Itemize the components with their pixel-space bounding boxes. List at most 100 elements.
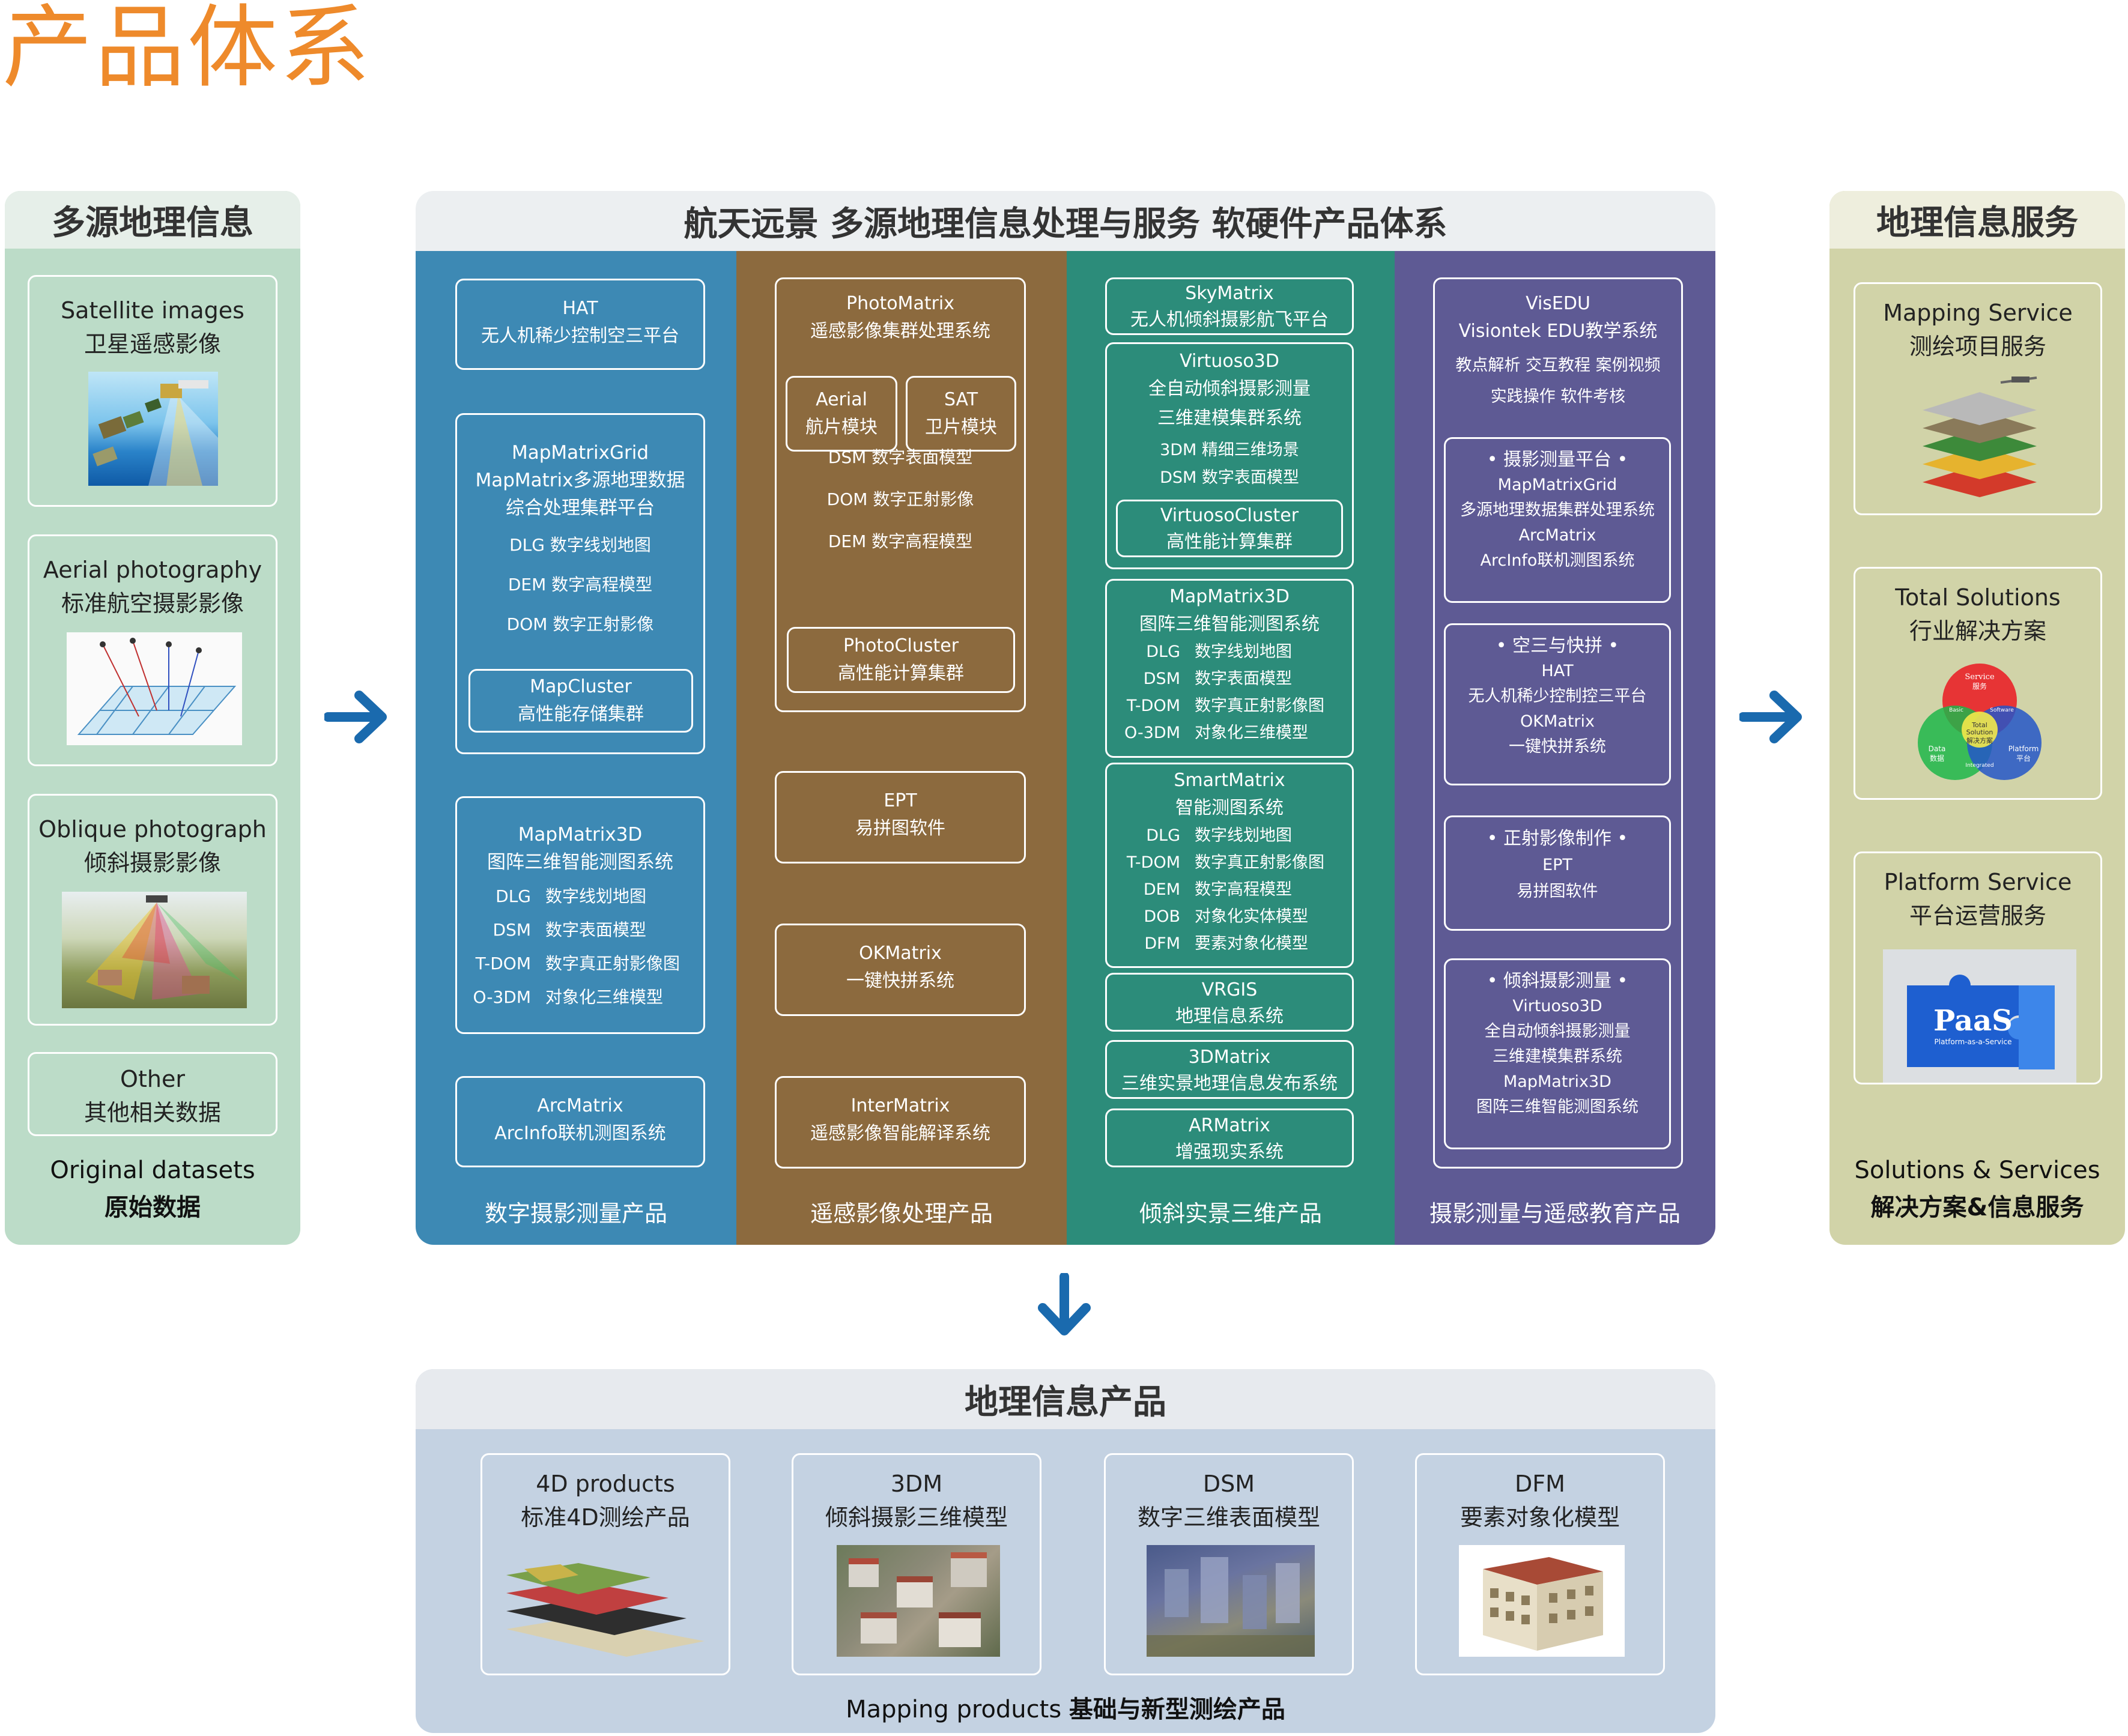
group-title: • 正射影像制作 • bbox=[1487, 828, 1628, 849]
visedu-box[interactable]: VisEDU Visiontek EDU教学系统 教点解析 交互教程 案例视频 … bbox=[1433, 277, 1683, 1169]
group-item: 一键快拼系统 bbox=[1509, 737, 1606, 756]
column-education bbox=[1395, 251, 1715, 1245]
footer-cn: 基础与新型测绘产品 bbox=[1069, 1696, 1285, 1723]
solutions-services-footer: Solutions & Services 解决方案&信息服务 bbox=[1829, 1152, 2125, 1226]
virtuosocluster-box[interactable]: VirtuosoCluster 高性能计算集群 bbox=[1116, 500, 1343, 557]
venn-label-data-cn: 数据 bbox=[1930, 754, 1944, 763]
box-subtitle: 卫片模块 bbox=[925, 417, 997, 438]
photomatrix-box[interactable]: PhotoMatrix 遥感影像集群处理系统 DSM 数字表面模型 DOM 数字… bbox=[775, 277, 1026, 712]
aerial-module-box[interactable]: Aerial 航片模块 bbox=[786, 376, 897, 452]
paas-label: PaaS bbox=[1933, 1004, 2013, 1038]
group-item: OKMatrix bbox=[1520, 712, 1595, 731]
product-item: DEM 数字高程模型 bbox=[828, 531, 973, 551]
arcmatrix-box[interactable]: ArcMatrix ArcInfo联机测图系统 bbox=[455, 1076, 705, 1167]
box-title: VisEDU bbox=[1526, 293, 1590, 314]
oblique-photograph-card[interactable]: Oblique photograph 倾斜摄影影像 bbox=[28, 794, 277, 1026]
aerotriangulation-group[interactable]: • 空三与快拼 • HAT 无人机稀少控制控三平台 OKMatrix 一键快拼系… bbox=[1444, 623, 1671, 785]
product-system-panel: 航天远景 多源地理信息处理与服务 软硬件产品体系 bbox=[416, 191, 1715, 1245]
card-title-en: DFM bbox=[1515, 1471, 1565, 1497]
4d-products-card[interactable]: 4D products 标准4D测绘产品 bbox=[480, 1453, 730, 1675]
dsm-image bbox=[1147, 1545, 1315, 1657]
box-subtitle: Visiontek EDU教学系统 bbox=[1458, 321, 1658, 342]
product-item: 实践操作 软件考核 bbox=[1490, 387, 1626, 406]
box-subtitle: 无人机倾斜摄影航飞平台 bbox=[1130, 309, 1329, 330]
skymatrix-box[interactable]: SkyMatrix 无人机倾斜摄影航飞平台 bbox=[1105, 277, 1354, 335]
box-title: VirtuosoCluster bbox=[1160, 505, 1299, 526]
okmatrix-box[interactable]: OKMatrix 一键快拼系统 bbox=[775, 924, 1026, 1016]
box-subtitle: 高性能存储集群 bbox=[518, 704, 644, 725]
paas-sub-label: Platform-as-a-Service bbox=[1935, 1038, 2012, 1046]
box-subtitle: 三维建模集群系统 bbox=[1157, 408, 1302, 429]
group-item: EPT bbox=[1542, 856, 1572, 874]
mapcluster-box[interactable]: MapCluster 高性能存储集群 bbox=[468, 669, 693, 733]
card-title-en: Platform Service bbox=[1884, 869, 2072, 895]
hat-box[interactable]: HAT 无人机稀少控制空三平台 bbox=[455, 279, 705, 370]
card-title-en: 3DM bbox=[890, 1471, 943, 1497]
box-title: PhotoMatrix bbox=[846, 293, 955, 314]
card-title-cn: 标准航空摄影影像 bbox=[61, 590, 244, 617]
dfm-card[interactable]: DFM 要素对象化模型 bbox=[1415, 1453, 1665, 1675]
venn-label-platform: Platform bbox=[2008, 745, 2039, 753]
3dmatrix-box[interactable]: 3DMatrix 三维实景地理信息发布系统 bbox=[1105, 1040, 1354, 1099]
card-title-en: Total Solutions bbox=[1895, 584, 2061, 611]
ept-box[interactable]: EPT 易拼图软件 bbox=[775, 771, 1026, 863]
armatrix-box[interactable]: ARMatrix 增强现实系统 bbox=[1105, 1108, 1354, 1167]
box-subtitle: 高性能计算集群 bbox=[838, 663, 964, 684]
card-title-cn: 卫星遥感影像 bbox=[83, 331, 221, 357]
dsm-card[interactable]: DSM 数字三维表面模型 bbox=[1104, 1453, 1354, 1675]
box-title: MapMatrix3D bbox=[518, 824, 643, 845]
product-system-header: 航天远景 多源地理信息处理与服务 软硬件产品体系 bbox=[416, 191, 1715, 251]
oblique-photogrammetry-group[interactable]: • 倾斜摄影测量 • Virtuoso3D 全自动倾斜摄影测量 三维建模集群系统… bbox=[1444, 958, 1671, 1149]
card-title-cn: 倾斜摄影影像 bbox=[83, 850, 221, 876]
product-item: DOM 数字正射影像 bbox=[826, 489, 974, 509]
box-subtitle: 易拼图软件 bbox=[855, 818, 945, 839]
photocluster-box[interactable]: PhotoCluster 高性能计算集群 bbox=[787, 627, 1015, 693]
other-data-card[interactable]: Other 其他相关数据 bbox=[28, 1052, 277, 1136]
card-title-cn: 平台运营服务 bbox=[1909, 903, 2046, 929]
mapmatrixgrid-box[interactable]: MapMatrixGrid MapMatrix多源地理数据 综合处理集群平台 D… bbox=[455, 413, 705, 754]
aerial-photography-card[interactable]: Aerial photography 标准航空摄影影像 bbox=[28, 534, 277, 766]
group-title: • 摄影测量平台 • bbox=[1487, 449, 1628, 470]
box-subtitle: 高性能计算集群 bbox=[1166, 531, 1293, 552]
vrgis-box[interactable]: VRGIS 地理信息系统 bbox=[1105, 973, 1354, 1032]
orthophoto-group[interactable]: • 正射影像制作 • EPT 易拼图软件 bbox=[1444, 815, 1671, 931]
3dm-card[interactable]: 3DM 倾斜摄影三维模型 bbox=[792, 1453, 1041, 1675]
column-footer-oblique-3d: 倾斜实景三维产品 bbox=[1139, 1200, 1322, 1227]
photogrammetry-platform-group[interactable]: • 摄影测量平台 • MapMatrixGrid 多源地理数据集群处理系统 Ar… bbox=[1444, 437, 1671, 603]
box-subtitle: 一键快拼系统 bbox=[846, 970, 954, 991]
box-subtitle: 图阵三维智能测图系统 bbox=[1139, 614, 1320, 635]
geo-service-header: 地理信息服务 bbox=[1829, 191, 2125, 249]
box-subtitle: 三维实景地理信息发布系统 bbox=[1121, 1073, 1338, 1094]
geo-service-header-text: 地理信息服务 bbox=[1876, 203, 2078, 243]
aerial-photography-image bbox=[67, 632, 242, 745]
intermatrix-box[interactable]: InterMatrix 遥感影像智能解译系统 bbox=[775, 1076, 1026, 1169]
box-title: SkyMatrix bbox=[1185, 283, 1274, 304]
mapping-service-card[interactable]: Mapping Service 测绘项目服务 bbox=[1854, 282, 2102, 515]
box-title: SmartMatrix bbox=[1174, 770, 1285, 791]
box-subtitle: ArcInfo联机测图系统 bbox=[494, 1123, 666, 1144]
mapping-layers-image bbox=[1911, 374, 2049, 500]
geo-products-header-text: 地理信息产品 bbox=[965, 1382, 1166, 1422]
card-title-cn: 测绘项目服务 bbox=[1909, 333, 2046, 360]
satellite-images-card[interactable]: Satellite images 卫星遥感影像 bbox=[28, 275, 277, 507]
column-footer-education: 摄影测量与遥感教育产品 bbox=[1429, 1200, 1681, 1227]
group-item: MapMatrixGrid bbox=[1497, 476, 1617, 494]
original-datasets-footer: Original datasets 原始数据 bbox=[5, 1152, 300, 1226]
platform-service-card[interactable]: Platform Service 平台运营服务 PaaS Platform-as… bbox=[1854, 851, 2102, 1084]
group-item: ArcMatrix bbox=[1518, 526, 1596, 545]
4d-products-image bbox=[506, 1551, 708, 1659]
virtuoso3d-box[interactable]: Virtuoso3D 全自动倾斜摄影测量 三维建模集群系统 3DM 精细三维场景… bbox=[1105, 342, 1354, 569]
sat-module-box[interactable]: SAT 卫片模块 bbox=[906, 376, 1016, 452]
box-title: 3DMatrix bbox=[1188, 1047, 1271, 1068]
total-solutions-card[interactable]: Total Solutions 行业解决方案 Service 服务 Total … bbox=[1854, 567, 2102, 800]
geo-products-panel: 地理信息产品 bbox=[416, 1369, 1715, 1733]
group-item: MapMatrix3D bbox=[1503, 1072, 1611, 1091]
